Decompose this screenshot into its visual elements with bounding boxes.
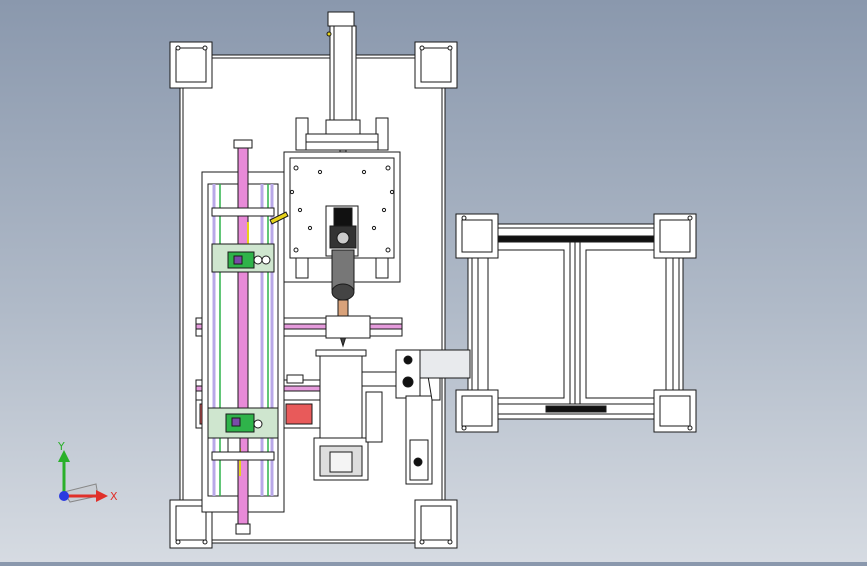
y-axis-label: Y [57,440,65,453]
z-axis-dot [59,491,69,501]
connector-bar [419,349,471,379]
left-module-lower-block [207,407,279,453]
right-table-plate [467,223,684,420]
coordinate-triad[interactable]: Y X [40,440,120,510]
x-axis-label: X [110,490,118,503]
left-module-upper-block [211,243,275,273]
top-cylinder [325,11,361,155]
corner-brackets-right [455,213,697,433]
corner-brackets-main [169,41,458,549]
triad-axes [58,450,108,503]
welding-gun-body [325,205,359,348]
cylinder-mount [295,117,389,151]
left-vertical-module [201,139,289,535]
lower-carriage [313,349,421,481]
